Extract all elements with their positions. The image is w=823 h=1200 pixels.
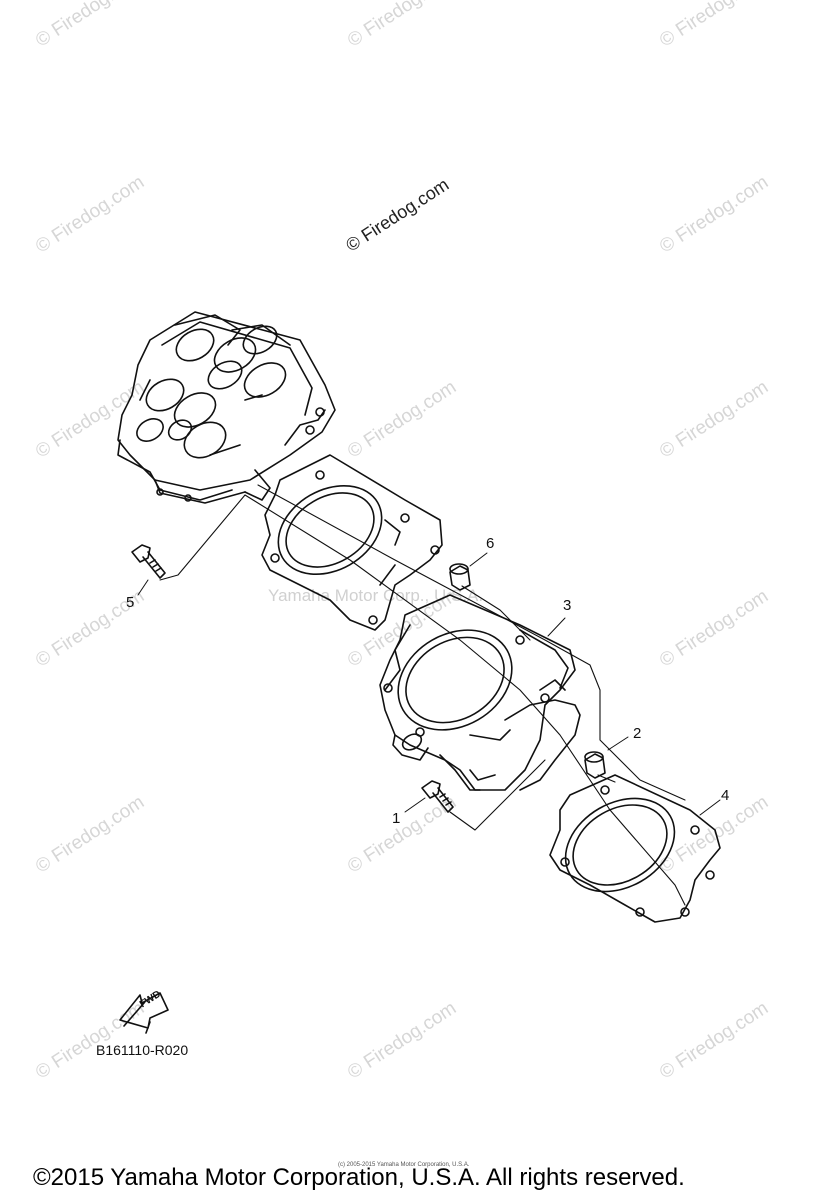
bolt xyxy=(131,544,166,579)
fwd-arrow-icon xyxy=(119,992,169,1034)
lower-gasket xyxy=(549,774,721,923)
cylinder-block xyxy=(379,594,581,791)
dowel-pin xyxy=(584,751,606,779)
alignment-lines xyxy=(159,484,686,906)
callout-5: 5 xyxy=(126,594,135,611)
copyright-notice: ©2015 Yamaha Motor Corporation, U.S.A. A… xyxy=(33,1164,685,1191)
callout-3: 3 xyxy=(563,597,572,614)
center-watermark: Yamaha Motor Corp., U.S.A. xyxy=(268,586,484,605)
callout-1: 1 xyxy=(392,810,401,827)
callout-6: 6 xyxy=(486,535,495,552)
callout-2: 2 xyxy=(633,725,642,742)
fine-print: (c) 2005-2015 Yamaha Motor Corporation, … xyxy=(338,1162,470,1168)
callout-leaders xyxy=(137,552,721,816)
bolt xyxy=(421,780,454,813)
upper-gasket xyxy=(261,454,443,631)
cylinder-head xyxy=(117,311,336,504)
part-code: B161110-R020 xyxy=(96,1042,189,1058)
dowel-pin xyxy=(449,563,471,591)
callout-4: 4 xyxy=(721,787,730,804)
